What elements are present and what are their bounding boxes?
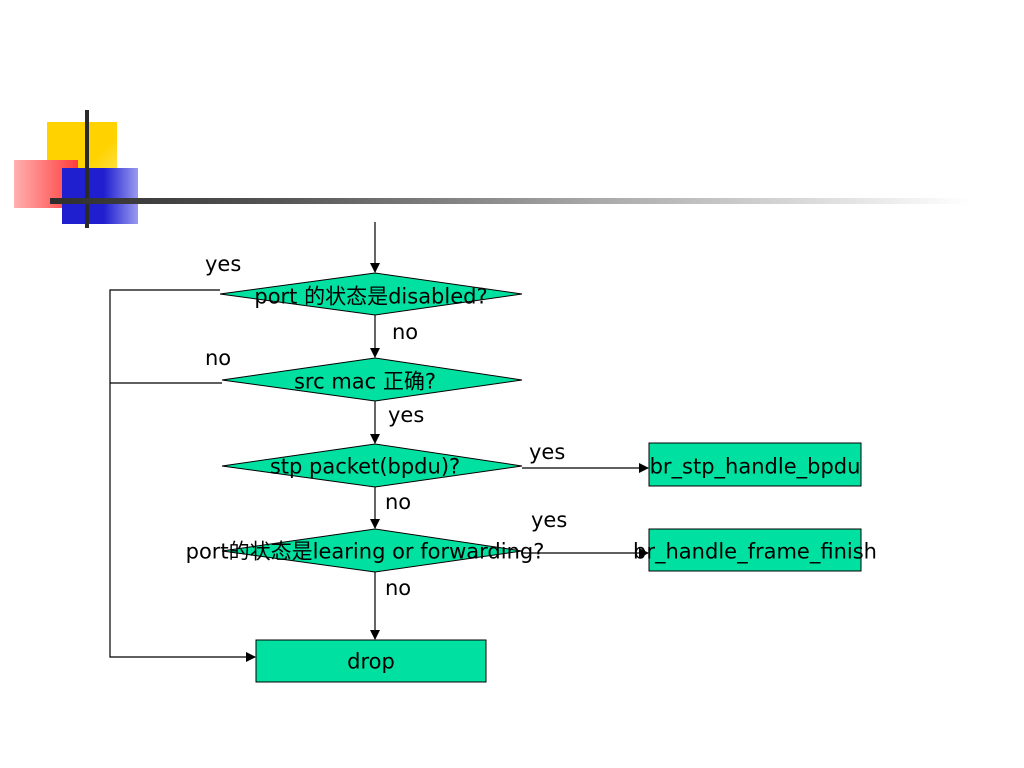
decision-srcmac bbox=[221, 357, 523, 402]
edge-label-no-stp: no bbox=[385, 490, 412, 514]
decision-stp bbox=[221, 443, 523, 488]
decision-stp-label: stp packet(bpdu)? bbox=[269, 454, 461, 479]
deco-blue-square bbox=[62, 168, 138, 224]
box-bpdu bbox=[648, 442, 862, 487]
deco-vertical-bar bbox=[85, 110, 89, 228]
edge-label-yes-srcmac: yes bbox=[388, 403, 425, 427]
box-finish bbox=[648, 528, 862, 572]
box-bpdu-label: br_stp_handle_bpdu bbox=[649, 454, 861, 479]
decision-learn bbox=[221, 528, 523, 573]
edge-label-yes-disabled: yes bbox=[205, 252, 242, 276]
decision-srcmac-label: src mac 正确? bbox=[293, 369, 437, 394]
decision-disabled bbox=[219, 272, 523, 316]
decision-disabled-label: port 的状态是disabled? bbox=[254, 284, 488, 309]
edge-label-no-srcmac: no bbox=[205, 346, 232, 370]
decision-learn-label: port的状态是learing or forwarding? bbox=[185, 539, 545, 564]
edge-label-yes-stp: yes bbox=[529, 440, 566, 464]
header-decoration bbox=[0, 0, 1024, 230]
box-drop-label: drop bbox=[347, 649, 395, 674]
edge-label-no-disabled: no bbox=[392, 320, 419, 344]
edge-label-no-learn: no bbox=[385, 576, 412, 600]
edge-disabled-drop bbox=[109, 289, 256, 662]
deco-horizontal-bar bbox=[50, 198, 970, 204]
box-finish-label: br_handle_frame_finish bbox=[633, 539, 877, 564]
edge-label-yes-learn: yes bbox=[531, 508, 568, 532]
box-drop bbox=[255, 639, 487, 683]
